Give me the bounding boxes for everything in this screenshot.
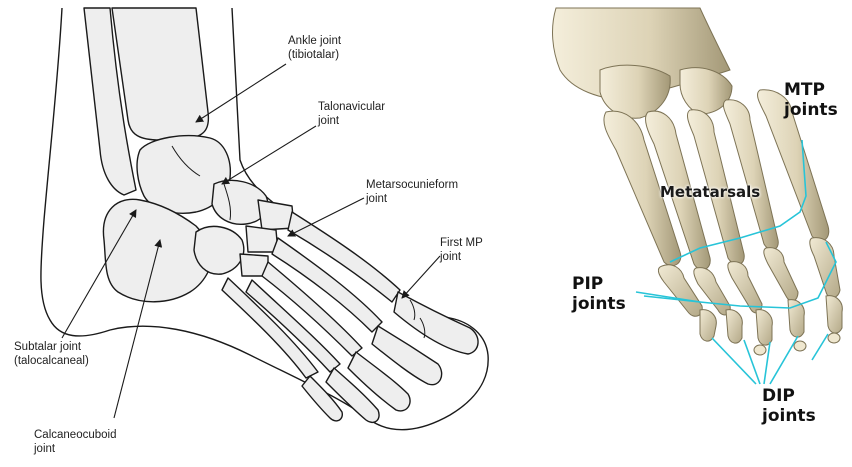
label-ankle-joint: Ankle joint (tibiotalar) <box>288 34 341 62</box>
toe-tip-1 <box>754 345 766 355</box>
tibia-bone <box>112 8 208 140</box>
label-metatarsals: Metatarsals <box>660 182 760 202</box>
phalanx-render-5 <box>810 238 840 298</box>
toe-tip-2 <box>794 341 806 351</box>
dip-pointer-5 <box>812 334 828 360</box>
cuneiform-render <box>600 65 670 118</box>
cuboid-bone <box>194 226 244 274</box>
first-mp-pointer <box>402 256 440 298</box>
label-metarsocunieform-joint: Metarsocunieform joint <box>366 178 458 206</box>
label-dip-joints: DIP joints <box>762 386 816 426</box>
phalanx-render-4 <box>764 248 798 301</box>
talonavicular-pointer <box>222 126 316 184</box>
label-subtalar-joint: Subtalar joint (talocalcaneal) <box>14 340 89 368</box>
label-first-mp-joint: First MP joint <box>440 236 483 264</box>
toe-tip-3 <box>828 333 840 343</box>
dip-pointer-1 <box>712 338 756 384</box>
distal-render-3 <box>756 310 772 345</box>
label-talonavicular-joint: Talonavicular joint <box>318 100 385 128</box>
label-pip-joints: PIP joints <box>572 274 626 314</box>
dip-pointer-4 <box>770 336 798 384</box>
distal-render-1 <box>700 310 716 341</box>
distal-render-2 <box>726 310 742 343</box>
distal-render-5 <box>826 296 842 333</box>
label-mtp-joints: MTP joints <box>784 80 838 120</box>
label-calcaneocuboid-joint: Calcaneocuboid joint <box>34 428 116 456</box>
left-foot-drawing <box>41 8 488 430</box>
cuneiform-bone-2 <box>246 226 278 252</box>
ankle-pointer <box>196 64 286 122</box>
